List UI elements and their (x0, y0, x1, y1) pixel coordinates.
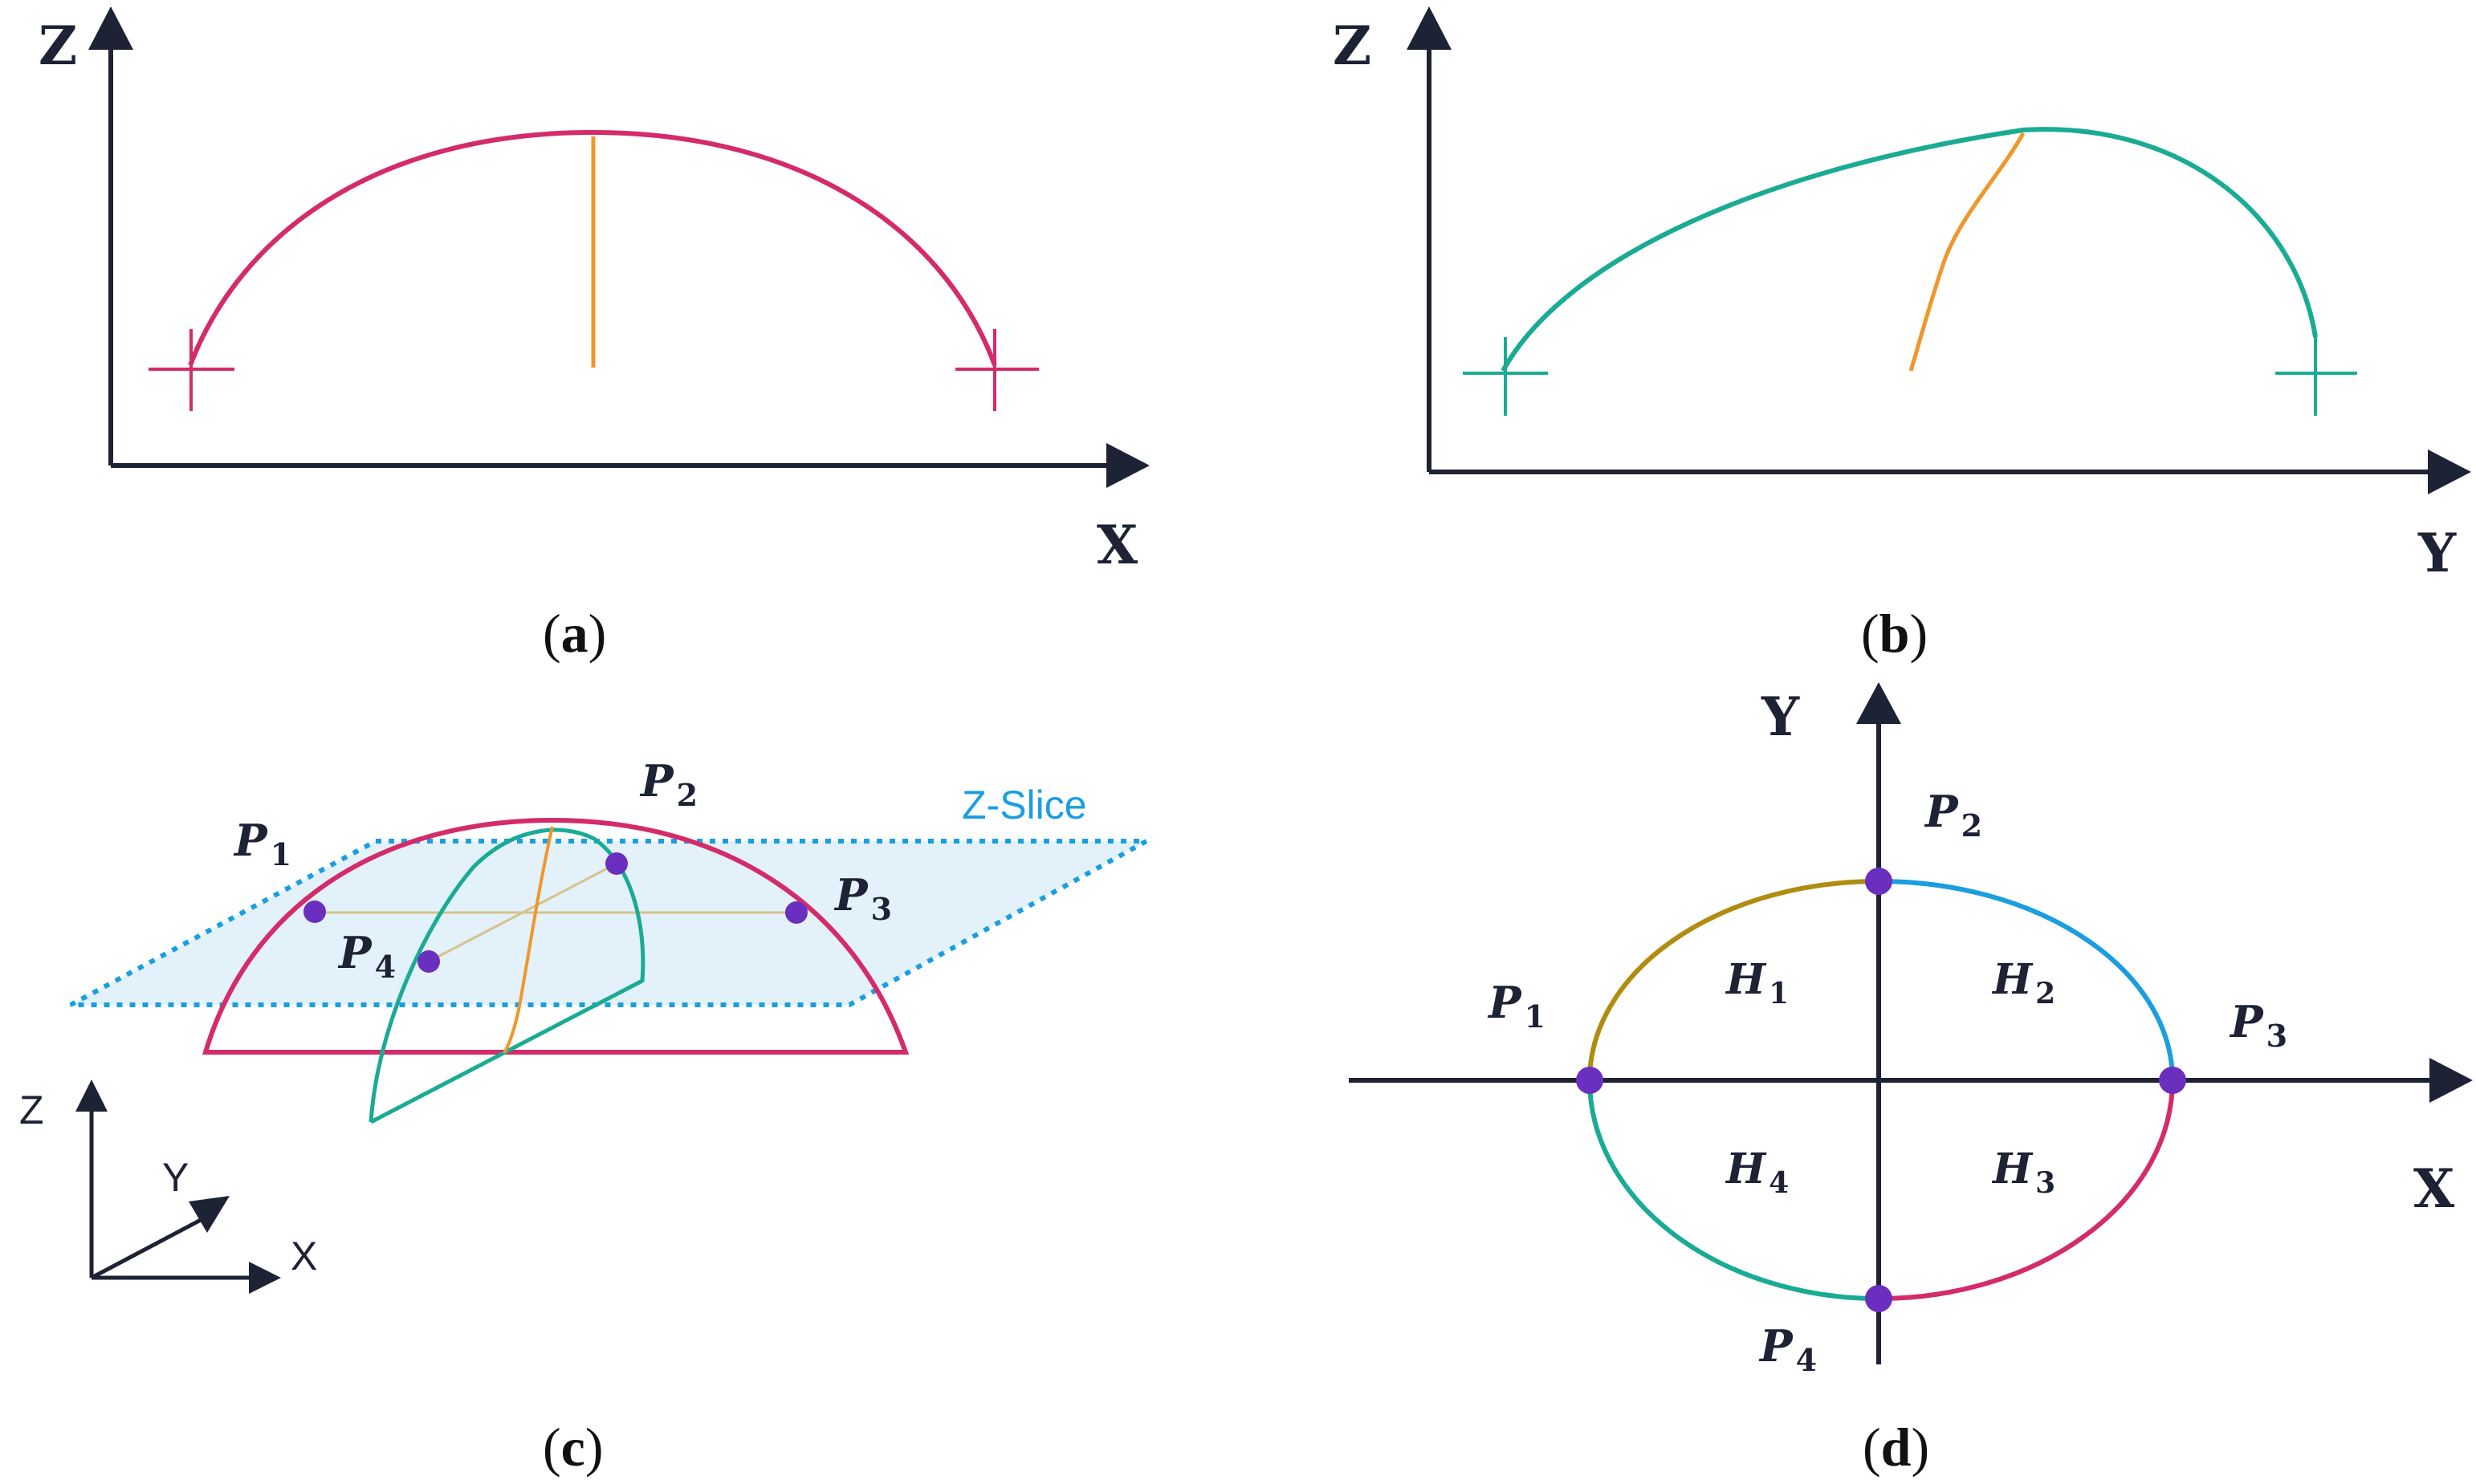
triad-x-label: X (291, 1234, 317, 1279)
z-axis-arrowhead-icon (88, 6, 133, 50)
z-slice-label: Z-Slice (962, 783, 1087, 827)
panel-b-yz-curve (1501, 127, 2318, 372)
panel-c-caption: (c) (543, 1417, 604, 1478)
panel-a-x-label: X (1097, 514, 1138, 576)
point-p3 (785, 901, 808, 924)
panel-d-y-label: Y (1761, 685, 1800, 748)
point-p2 (1865, 868, 1892, 895)
panel-a-xz-curve (188, 129, 997, 367)
triad-y-arrowhead-icon (189, 1196, 230, 1233)
panel-a-z-label: Z (39, 14, 77, 77)
z-axis-arrowhead-icon (1407, 6, 1452, 50)
point-p4 (1865, 1285, 1892, 1312)
z-slice-plane (69, 839, 1148, 1007)
arc-p3-p4 (1878, 1079, 2175, 1301)
panel-b: Z Y (b) (1333, 6, 2471, 664)
panel-b-spine (1908, 132, 2026, 372)
y-axis-arrowhead-icon (2428, 449, 2471, 494)
coordinate-triad (75, 1079, 281, 1294)
slice-section-line-y (428, 862, 617, 963)
y-axis-arrowhead-icon (1856, 682, 1901, 724)
arc-p2-p3 (1878, 879, 2175, 1081)
x-axis-arrowhead-icon (2429, 1058, 2473, 1103)
panel-a-caption: (a) (543, 603, 606, 664)
slice-spine (503, 826, 554, 1054)
point-p3 (2159, 1067, 2186, 1094)
point-p4 (417, 950, 440, 973)
panel-b-caption: (b) (1861, 603, 1928, 664)
panel-b-axes (1407, 6, 2471, 494)
point-p1 (1576, 1067, 1603, 1094)
x-axis-arrowhead-icon (1106, 443, 1150, 488)
triad-y-label: Y (162, 1155, 189, 1200)
point-p1 (303, 901, 326, 923)
yz-section-shell (369, 827, 645, 1124)
arc-p1-p2 (1587, 879, 1879, 1081)
arc-p4-p1 (1587, 1079, 1879, 1301)
panel-b-z-label: Z (1333, 14, 1371, 77)
panel-d-x-label: X (2413, 1157, 2455, 1220)
panel-d-axes (1349, 682, 2473, 1364)
panel-d-caption: (d) (1863, 1417, 1929, 1478)
point-p2 (605, 852, 628, 875)
panel-a: Z X (a) (39, 6, 1150, 664)
panel-a-axes (88, 6, 1150, 488)
dome-outline (202, 817, 910, 1055)
triad-z-label: Z (19, 1088, 44, 1132)
triad-z-arrowhead-icon (75, 1079, 108, 1112)
triad-x-arrowhead-icon (249, 1262, 281, 1294)
panel-b-y-label: Y (2417, 522, 2457, 584)
